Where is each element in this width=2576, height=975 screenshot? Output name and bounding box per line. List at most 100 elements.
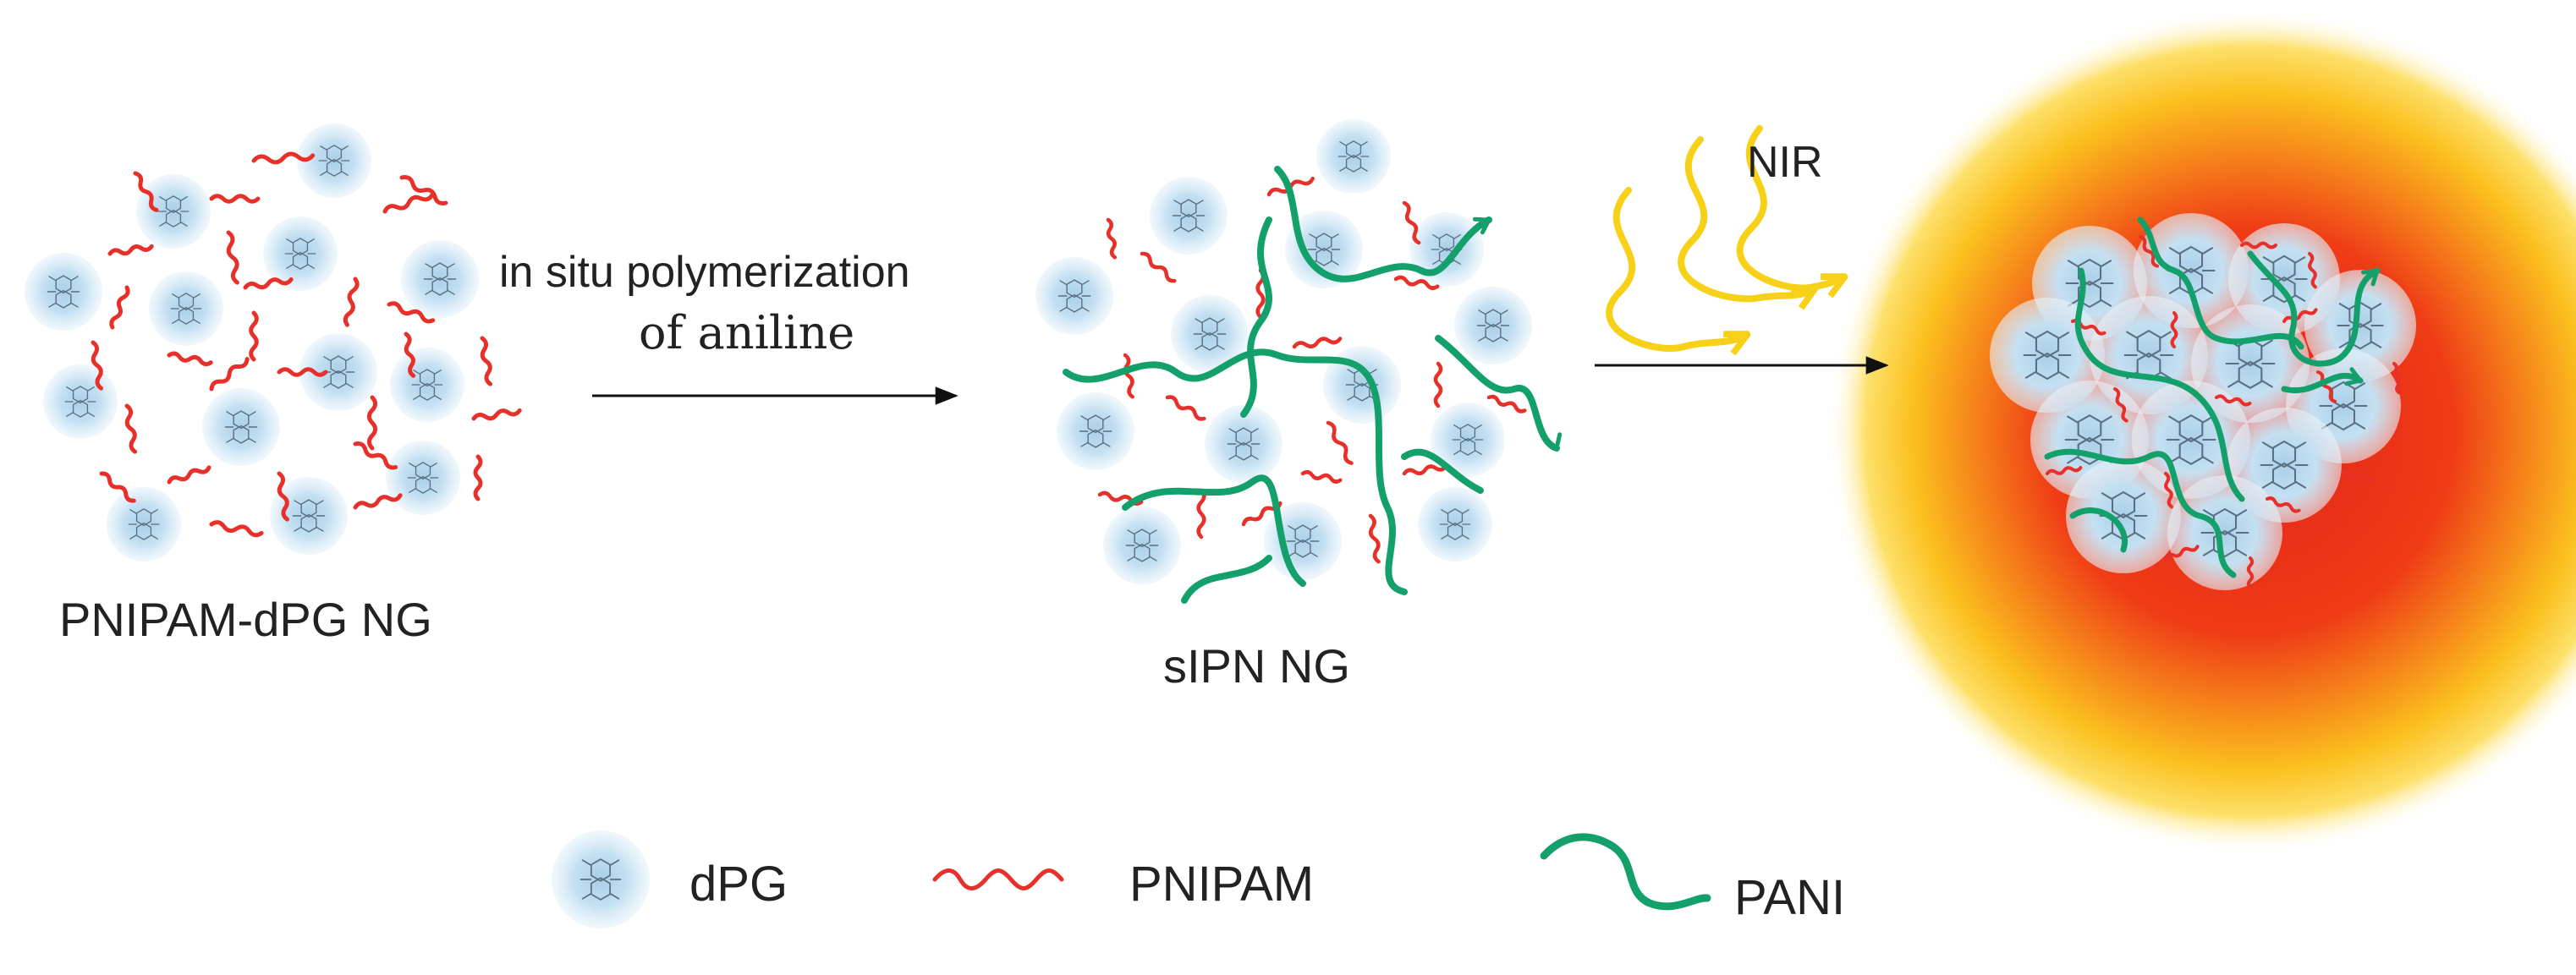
- pnipam-chain: [243, 277, 294, 290]
- pnipam-chain: [251, 151, 316, 165]
- pani-chain: [2281, 372, 2364, 394]
- dpg-unit: [1057, 392, 1134, 470]
- dpg-unit: [552, 830, 650, 928]
- pnipam-chain: [1106, 217, 1118, 260]
- pnipam-chain: [2308, 252, 2317, 289]
- pani-chain: [1122, 474, 1306, 587]
- pnipam-chain: [226, 230, 239, 285]
- pnipam-chain: [167, 465, 211, 485]
- pnipam-chain: [1326, 420, 1354, 465]
- dpg-unit: [1418, 487, 1492, 561]
- pnipam-chain: [1196, 488, 1206, 540]
- ng2-pani-chains: [1063, 166, 1563, 604]
- pnipam-chain: [1292, 337, 1343, 349]
- pnipam-chain: [1368, 513, 1381, 564]
- pnipam-chain: [2282, 308, 2318, 323]
- pnipam-chain: [2316, 370, 2337, 403]
- dpg-unit: [299, 333, 377, 411]
- pnipam-chain: [107, 244, 154, 256]
- label-nir: NIR: [1747, 138, 1823, 187]
- ng1-pnipam-chains: [91, 151, 522, 538]
- pnipam-chain: [277, 471, 290, 522]
- dpg-unit: [2167, 475, 2282, 590]
- pnipam-chain: [91, 340, 104, 391]
- pnipam-chain: [387, 301, 436, 324]
- dpg-unit: [1316, 119, 1391, 194]
- ng3-pnipam-chains: [2046, 235, 2402, 589]
- pnipam-chain: [109, 285, 130, 330]
- pnipam-chain: [1486, 394, 1527, 414]
- dpg-unit: [1454, 287, 1532, 364]
- dpg-unit: [149, 271, 223, 346]
- pnipam-chain: [209, 194, 261, 204]
- pnipam-chain: [133, 171, 159, 212]
- dpg-unit: [2132, 381, 2250, 499]
- pnipam-chain: [209, 357, 250, 392]
- pnipam-chain: [277, 367, 328, 377]
- pnipam-chain: [167, 351, 213, 367]
- dpg-unit: [1264, 502, 1342, 580]
- dpg-unit: [386, 441, 460, 515]
- legend-pnipam-icon: [932, 868, 1064, 890]
- pnipam-chain: [353, 441, 398, 470]
- pnipam-chain: [2342, 470, 2375, 482]
- dpg-unit: [401, 240, 479, 318]
- pnipam-chain: [471, 408, 522, 421]
- pnipam-chain: [2113, 387, 2128, 423]
- dpg-unit: [270, 477, 348, 555]
- pnipam-chain: [353, 493, 403, 510]
- pnipam-chain: [473, 454, 483, 501]
- pnipam-chain: [1140, 251, 1177, 283]
- pnipam-chain: [1393, 275, 1440, 290]
- pani-chain: [1435, 335, 1560, 452]
- dpg-unit: [202, 388, 280, 466]
- dpg-unit: [263, 216, 338, 291]
- legend-pani-icon: [1540, 833, 1711, 911]
- pnipam-chain: [404, 331, 416, 378]
- pnipam-chain: [1433, 361, 1443, 408]
- pnipam-chain: [399, 175, 448, 205]
- pani-chain: [2247, 250, 2381, 367]
- pani-arrow-tip: [1543, 432, 1563, 452]
- pnipam-chain: [99, 471, 136, 503]
- pani-chain: [1240, 216, 1272, 418]
- label-sipn-ng: sIPN NG: [1163, 639, 1350, 693]
- pnipam-chain: [2164, 472, 2173, 509]
- pnipam-chain: [1402, 200, 1421, 245]
- label-polymerization-step: in situ polymerization: [499, 248, 910, 297]
- pnipam-chain: [2392, 362, 2402, 395]
- dpg-unit: [390, 348, 464, 422]
- pnipam-chain: [2170, 311, 2178, 348]
- dpg-unit: [1431, 403, 1505, 477]
- nir-waves: [1606, 125, 1840, 348]
- pani-chain: [1063, 348, 1408, 595]
- pnipam-chain: [1300, 469, 1343, 484]
- pnipam-chain: [2215, 394, 2252, 407]
- pnipam-chain: [343, 277, 360, 327]
- pani-chain: [1274, 166, 1492, 282]
- pnipam-chain: [2139, 235, 2159, 268]
- pani-chain: [2044, 448, 2237, 578]
- legend-dpg-label: dPG: [689, 857, 788, 912]
- dpg-unit: [107, 487, 181, 561]
- pnipam-chain: [2246, 556, 2255, 589]
- legend-pani-label: PANI: [1734, 870, 1846, 925]
- ng3-pani-chains: [2044, 216, 2381, 578]
- dpg-unit: [136, 174, 211, 249]
- ng2-dpg-units: [1035, 119, 1532, 584]
- pnipam-chain: [124, 403, 138, 454]
- pnipam-chain: [249, 310, 259, 362]
- label-polymerization-step-line2: of aniline: [639, 306, 855, 359]
- pnipam-chain: [209, 520, 264, 538]
- dpg-unit: [25, 253, 102, 331]
- pani-chain: [1181, 555, 1272, 604]
- legend-pnipam-label: PNIPAM: [1129, 857, 1315, 912]
- dpg-unit: [1409, 212, 1484, 287]
- pani-chain: [2069, 507, 2128, 553]
- pani-chain: [2137, 216, 2304, 350]
- pnipam-chain: [2046, 466, 2083, 475]
- pnipam-chain: [2240, 241, 2277, 249]
- pani-chain: [1401, 448, 1484, 494]
- dpg-unit: [2066, 458, 2181, 573]
